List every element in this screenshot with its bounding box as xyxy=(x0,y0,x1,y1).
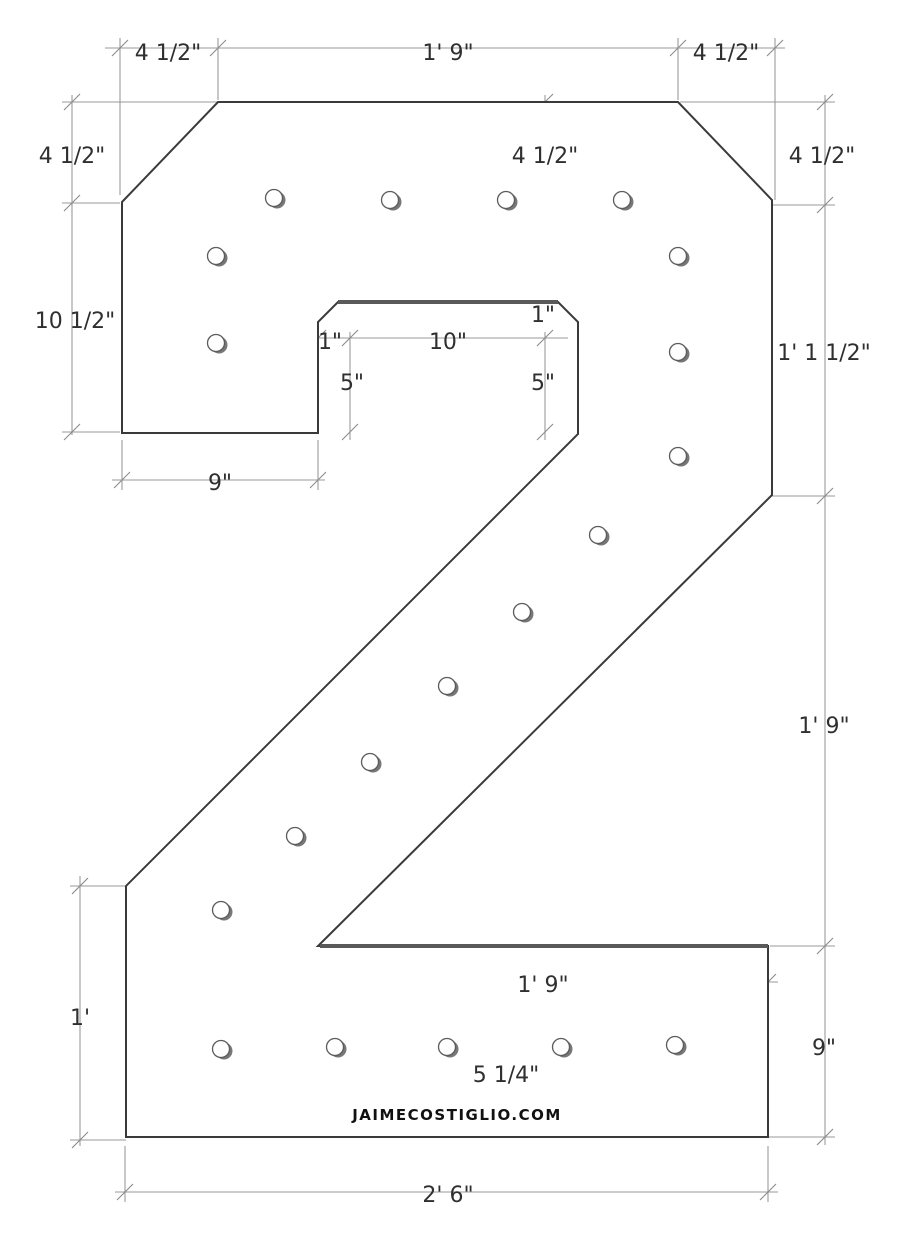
led-hole xyxy=(437,676,457,696)
dim-top-right-chamfer-width: 4 1/2" xyxy=(693,41,760,66)
dim-inner-chamfer-height: 4 1/2" xyxy=(512,144,579,169)
led-hole xyxy=(380,190,400,210)
dim-right-chamfer-height: 4 1/2" xyxy=(789,144,856,169)
dim-left-leg-width: 9" xyxy=(208,471,232,496)
led-hole xyxy=(211,900,231,920)
led-hole xyxy=(285,826,305,846)
dim-base-right-height: 9" xyxy=(812,1036,836,1061)
led-hole xyxy=(496,190,516,210)
led-hole xyxy=(588,525,608,545)
dim-notch-left-depth: 5" xyxy=(340,371,364,396)
brand-watermark: JAIMECOSTIGLIO.COM xyxy=(351,1106,562,1124)
led-hole xyxy=(206,246,226,266)
led-hole xyxy=(264,188,284,208)
dim-top-left-chamfer-width: 4 1/2" xyxy=(135,41,202,66)
dim-base-inner-width: 1' 9" xyxy=(517,973,568,998)
led-hole xyxy=(668,246,688,266)
dim-notch-right-depth: 5" xyxy=(531,371,555,396)
led-hole xyxy=(668,342,688,362)
led-hole xyxy=(325,1037,345,1057)
dim-hole-spacing: 5 1/4" xyxy=(473,1063,540,1088)
led-hole xyxy=(437,1037,457,1057)
dim-left-side-height: 10 1/2" xyxy=(35,309,116,334)
dim-notch-left-bevel: 1" xyxy=(318,330,342,355)
led-hole xyxy=(512,602,532,622)
led-hole xyxy=(211,1039,231,1059)
dim-notch-right-bevel: 1" xyxy=(531,303,555,328)
dim-total-width: 2' 6" xyxy=(422,1183,473,1208)
led-holes xyxy=(206,188,690,1060)
dim-notch-width: 10" xyxy=(429,330,467,355)
dim-base-left-height: 1' xyxy=(70,1006,90,1031)
dim-right-diagonal-height: 1' 9" xyxy=(798,714,849,739)
led-hole xyxy=(360,752,380,772)
led-hole xyxy=(665,1035,685,1055)
number-two-shape xyxy=(121,101,773,1138)
led-hole xyxy=(612,190,632,210)
dim-top-width: 1' 9" xyxy=(422,41,473,66)
led-hole xyxy=(668,446,688,466)
dim-right-upper-height: 1' 1 1/2" xyxy=(777,341,871,366)
led-hole xyxy=(206,333,226,353)
dimension-labels: 4 1/2" 1' 9" 4 1/2" 4 1/2" 4 1/2" 4 1/2"… xyxy=(35,41,871,1208)
led-hole xyxy=(551,1037,571,1057)
dim-left-chamfer-height: 4 1/2" xyxy=(39,144,106,169)
